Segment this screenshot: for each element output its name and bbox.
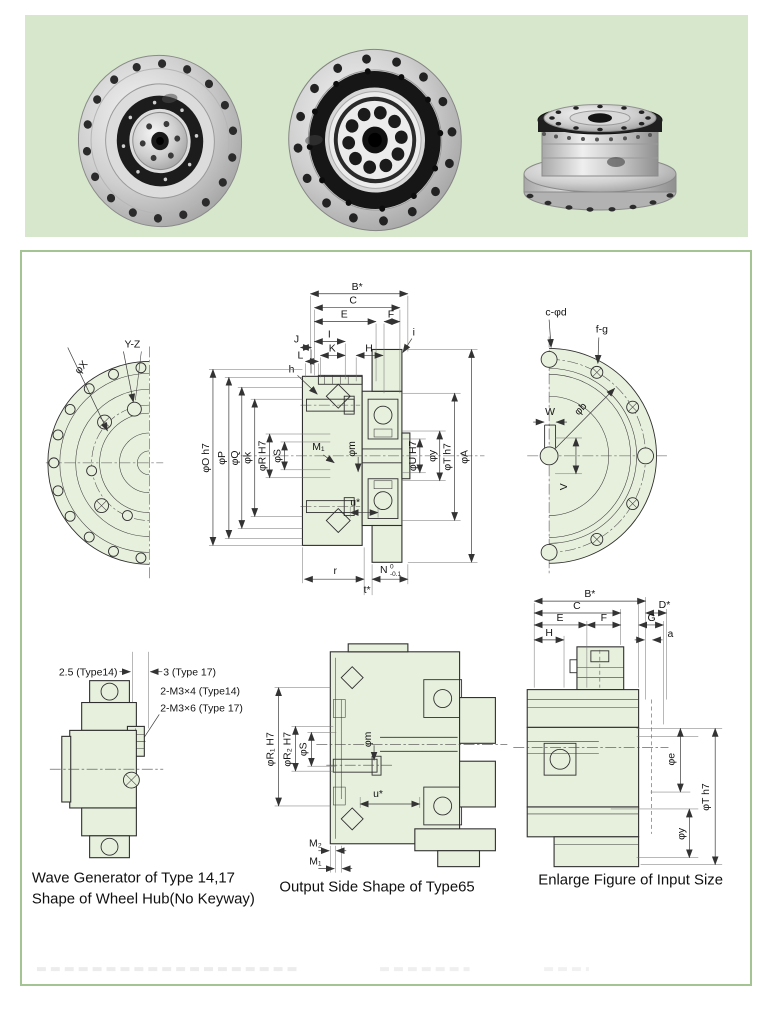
dim-label-phi-a: φA xyxy=(460,450,471,464)
brand-badge xyxy=(607,157,625,167)
dim-label-i: I xyxy=(328,330,331,341)
brand-badge xyxy=(305,135,323,146)
dim-label-b: B* xyxy=(584,589,595,600)
figure-left-flange: Y-Z φX xyxy=(45,339,164,581)
dim-label-a: a xyxy=(668,629,674,640)
dim-label-phi-m: φm xyxy=(363,732,374,747)
dim-label-phi-y: φy xyxy=(676,827,687,840)
dim-label-b: B* xyxy=(352,282,363,293)
dim-label-u: u* xyxy=(350,498,360,509)
caption-wave-generator-line1: Wave Generator of Type 14,17 xyxy=(32,871,235,887)
dim-label-yz: Y-Z xyxy=(124,339,140,350)
figure-right-flange: c-φd f-g W φb V xyxy=(527,308,669,576)
dim-label-phi-x: φX xyxy=(73,359,90,377)
dim-label-phi-e: φe xyxy=(666,753,677,766)
dim-label-phi-s: φS xyxy=(273,449,284,463)
dim-label-e: E xyxy=(341,310,348,321)
input-top-dimensions: B* C D* E F G H a xyxy=(533,589,674,725)
dim-label-l: L xyxy=(298,350,304,361)
dim-label-w: W xyxy=(545,407,555,418)
left-diameter-dimensions: φO h7 φP φQ φk φR H7 φS xyxy=(201,368,331,546)
dim-label-k: K xyxy=(329,343,336,354)
dim-label-c: C xyxy=(349,296,357,307)
note-m3-type14: 2-M3×4 (Type14) xyxy=(160,687,240,698)
bottom-dimensions: r N 0 -0.1 t* xyxy=(302,547,409,596)
right-diameter-dimensions: φU H7 φy φT h7 φA xyxy=(401,348,478,563)
drawing-canvas: Y-Z φX xyxy=(32,282,723,972)
dim-label-m1: M₁ xyxy=(309,857,322,868)
dim-label-n-sup: 0 xyxy=(390,563,394,570)
leader-label-h: h xyxy=(289,364,295,375)
drawing-panel: Y-Z φX xyxy=(20,250,752,986)
dim-label-j: J xyxy=(294,335,299,346)
dim-label-f: F xyxy=(388,310,394,321)
figure-main-section: B* C E F I K H J L h xyxy=(201,282,485,596)
dim-label-c: C xyxy=(573,601,581,612)
leader-label-i: i xyxy=(413,328,415,339)
top-dimensions: B* C E F I K H J L h xyxy=(289,282,415,395)
dim-label-h: H xyxy=(365,343,373,354)
dim-label-n-sub: -0.1 xyxy=(390,571,402,578)
dim-label-phi-r2: φR₂ H7 xyxy=(283,732,294,767)
dim-label-m2: M₂ xyxy=(309,839,322,850)
dim-label-phi-m: φm xyxy=(347,441,358,456)
dim-label-phi-r1: φR₁ H7 xyxy=(266,732,277,766)
captions: Wave Generator of Type 14,17 Shape of Wh… xyxy=(32,871,723,908)
dim-label-n: N xyxy=(380,565,388,576)
dim-label-phi-r: φR H7 xyxy=(258,440,269,471)
caption-wave-generator-line2: Shape of Wheel Hub(No Keyway) xyxy=(32,891,255,907)
dim-label-h: H xyxy=(545,628,553,639)
dim-label-phi-p: φP xyxy=(217,451,228,465)
dim-label-u: u* xyxy=(373,789,383,800)
figure-output-side: φR₁ H7 φR₂ H7 φS φm u* M₂ M₁ xyxy=(266,643,508,873)
input-right-dimensions: φe φy φT h7 xyxy=(610,727,723,866)
dim-label-e: E xyxy=(557,613,564,624)
photo-banner xyxy=(25,15,748,237)
rim-bolt-holes xyxy=(48,362,147,564)
photo-banner-canvas xyxy=(77,48,677,232)
caption-output-side: Output Side Shape of Type65 xyxy=(279,880,474,896)
dim-label-g: G xyxy=(647,613,655,624)
brand-badge xyxy=(161,93,178,104)
dim-label-phi-s: φS xyxy=(298,742,309,756)
dim-label-phi-y: φy xyxy=(428,449,439,462)
figure-wave-generator: 2.5 (Type14) 3 (Type 17) 2-M3×4 (Type14)… xyxy=(49,651,243,859)
dim-label-t: t* xyxy=(364,585,371,596)
dim-label-f: F xyxy=(601,613,607,624)
note-type14-offset: 2.5 (Type14) xyxy=(59,668,118,679)
dim-label-phi-o: φO h7 xyxy=(201,443,212,473)
note-m3-type17: 2-M3×6 (Type 17) xyxy=(160,703,243,714)
dim-label-phi-u: φU H7 xyxy=(408,440,419,471)
product-photo-side xyxy=(523,104,677,212)
dim-label-f-g: f-g xyxy=(596,325,608,336)
dim-label-r: r xyxy=(334,566,338,577)
dim-label-phi-k: φk xyxy=(243,451,254,464)
dim-label-phi-t: φT h7 xyxy=(443,443,454,471)
caption-input-enlarge: Enlarge Figure of Input Size xyxy=(538,873,723,889)
figure-input-enlarge: B* C D* E F G H a xyxy=(513,589,723,868)
dim-label-phi-t: φT h7 xyxy=(701,783,712,811)
dim-label-c-phi-d: c-φd xyxy=(545,308,566,319)
dim-label-v: V xyxy=(559,483,570,490)
product-photo-front xyxy=(77,54,243,228)
dim-label-d: D* xyxy=(659,600,671,611)
product-photo-angled xyxy=(288,48,462,232)
bolt-holes xyxy=(540,351,654,561)
dim-label-m1: M₁ xyxy=(312,442,325,453)
note-type17-offset: 3 (Type 17) xyxy=(163,668,216,679)
dim-label-phi-q: φQ xyxy=(230,450,241,465)
